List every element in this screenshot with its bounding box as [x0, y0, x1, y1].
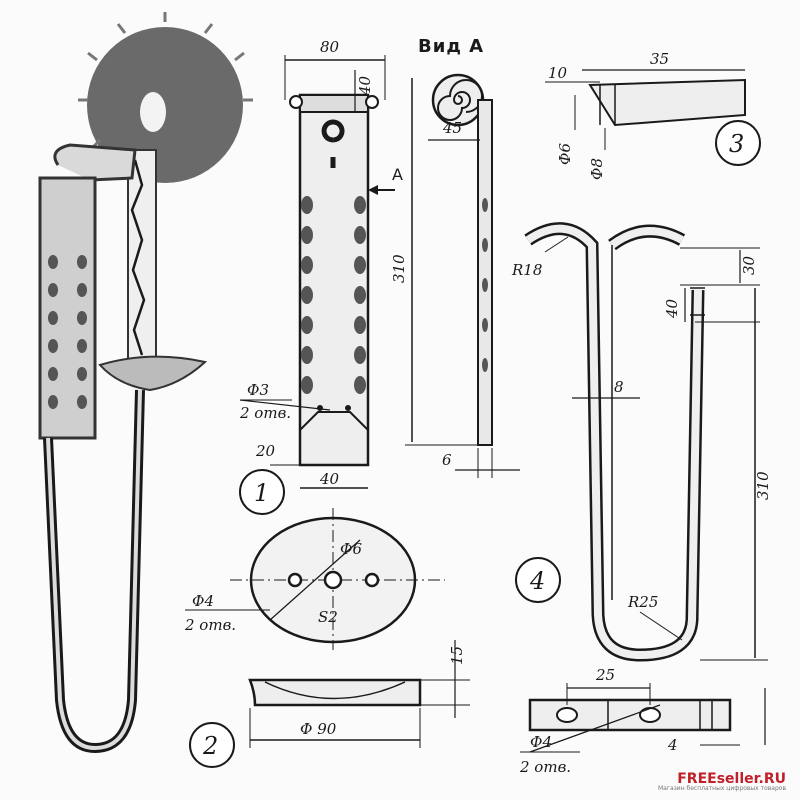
- part-1-number: 1: [254, 479, 269, 507]
- part-1-front-view: 80 40 Ф3 2 отв. 20 40 А 1: [239, 38, 404, 515]
- part-2-number: 2: [202, 732, 218, 760]
- dim-part3-step: 10: [548, 64, 568, 82]
- part1-right-ear: [365, 95, 379, 109]
- part1-holes: [301, 196, 366, 394]
- dim-part1-height-top: 40: [356, 75, 374, 96]
- part1-bend-line: [299, 411, 369, 431]
- candle-holder-sketch: [38, 12, 253, 754]
- part-3-cone: 35 10 Ф6 Ф8 3: [545, 50, 761, 180]
- holder-top-clip: [53, 143, 137, 182]
- dim-part5-spacing: 25: [595, 666, 615, 684]
- dim-part1-hole-dia: Ф3: [247, 381, 269, 399]
- part1-top-tab: [299, 94, 369, 113]
- dim-part5-hole-count: 2 отв.: [519, 758, 571, 776]
- disc-left-hole: [287, 572, 303, 588]
- drip-tray: [98, 355, 208, 392]
- section-arrow-label: А: [392, 165, 404, 184]
- bracket-strip: [528, 698, 732, 732]
- watermark: FREEseller.RU Магазин бесплатных цифровы…: [658, 772, 786, 792]
- wire-inner: [525, 224, 702, 660]
- dim-part2-hole-count: 2 отв.: [184, 616, 236, 634]
- watermark-tagline: Магазин бесплатных цифровых товаров: [657, 785, 786, 792]
- holder-loop-highlight: [46, 389, 142, 751]
- part-3-badge: [715, 120, 761, 166]
- part-5-bracket: 25 Ф4 2 отв. 4: [519, 666, 766, 776]
- dim-part3-dia-small: Ф6: [556, 143, 574, 165]
- disc-center-hole: [323, 570, 343, 590]
- view-a: Вид А 310 45 6: [390, 36, 520, 478]
- dim-part4-radius-top: R18: [511, 261, 542, 279]
- part-4-number: 4: [529, 567, 545, 595]
- part-3-number: 3: [729, 130, 744, 158]
- part-2-disc: Ф6 Ф4 2 отв. S2 15 Ф 90 2: [184, 508, 470, 768]
- dim-part5-hole-dia: Ф4: [530, 733, 552, 751]
- part1-left-ear: [289, 95, 303, 109]
- view-a-strip: [477, 99, 493, 446]
- bracket-hole-left: [556, 707, 578, 723]
- dim-part4-radius-bottom: R25: [627, 593, 658, 611]
- dim-part1-width-bottom: 40: [319, 470, 340, 488]
- holder-plate: [38, 176, 97, 440]
- dim-view-a-thickness: 6: [442, 451, 452, 469]
- dim-view-a-coil-width: 45: [442, 119, 462, 137]
- dim-part1-width-top: 80: [320, 38, 340, 56]
- part-4-badge: [515, 557, 561, 603]
- part-4-wire-loop: R18 30 40 8 310 R25 4: [511, 222, 772, 662]
- watermark-brand: FREEseller.RU: [677, 771, 786, 787]
- dim-part2-hole-small: Ф4: [192, 592, 214, 610]
- dim-part4-rod-dia: 8: [614, 378, 624, 396]
- dim-part2-hole-big: Ф6: [340, 540, 362, 558]
- disc-side-view: [248, 678, 422, 707]
- dim-part4-top-height: 30: [740, 255, 758, 275]
- part-2-badge: [189, 722, 235, 768]
- dim-part3-dia-large: Ф8: [588, 158, 606, 180]
- bracket-hole-right: [639, 707, 661, 723]
- flame-icon: [140, 92, 166, 132]
- part1-plate: [298, 93, 370, 467]
- dim-part5-thickness: 4: [667, 736, 678, 754]
- dim-part2-thickness: S2: [318, 608, 338, 626]
- dim-view-a-length: 310: [390, 254, 408, 283]
- view-a-label: Вид А: [418, 36, 484, 57]
- dim-part1-bottom-offset: 20: [255, 442, 276, 460]
- dim-part3-length: 35: [650, 50, 669, 68]
- dim-part4-length: 310: [754, 471, 772, 500]
- coil-spiral-icon: [437, 79, 483, 121]
- dim-part1-hole-count: 2 отв.: [239, 404, 291, 422]
- keyhole-icon: [321, 119, 345, 168]
- cone-body: [588, 78, 746, 127]
- holder-loop-outer: [43, 389, 145, 754]
- part-1-badge: [239, 469, 285, 515]
- dim-part4-slot-height: 40: [663, 298, 681, 319]
- holder-plate-holes: [48, 255, 87, 409]
- candle-drip: [130, 159, 146, 356]
- disc-right-hole: [364, 572, 380, 588]
- dim-part2-diameter: Ф 90: [300, 720, 337, 738]
- dim-part2-depth: 15: [448, 646, 466, 665]
